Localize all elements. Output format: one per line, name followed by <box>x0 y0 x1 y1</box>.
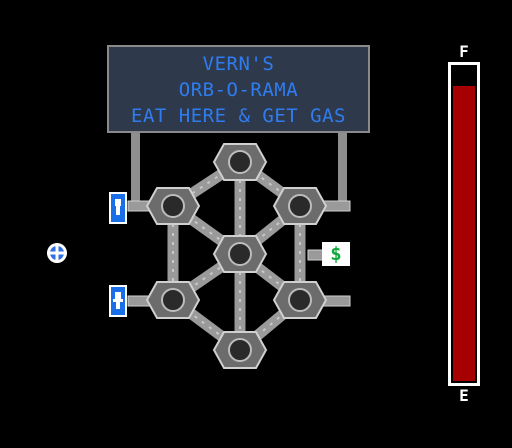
node-top <box>212 143 268 181</box>
sign-post-right <box>338 133 347 205</box>
fuel-fill <box>453 86 475 381</box>
fuel-empty-label: E <box>459 386 469 405</box>
sign-line-2: ORB-O-RAMA <box>178 79 299 101</box>
node-lower-left <box>145 281 201 319</box>
gas-pump-icon[interactable] <box>109 192 127 224</box>
fuel-full-label: F <box>459 42 469 61</box>
node-bottom <box>212 331 268 369</box>
sign-line-3: EAT HERE & GET GAS <box>131 105 346 127</box>
sign-post-left <box>131 133 140 205</box>
dollar-icon[interactable]: $ <box>322 242 350 266</box>
node-upper-left <box>145 187 201 225</box>
node-upper-right <box>272 187 328 225</box>
vern-sign: VERN'S ORB-O-RAMA EAT HERE & GET GAS <box>107 45 370 133</box>
fuel-gauge <box>448 62 480 386</box>
junction-nodes <box>145 143 328 369</box>
gas-pump-icon[interactable] <box>109 285 127 317</box>
orb-ship-icon[interactable] <box>47 243 67 263</box>
node-center <box>212 235 268 273</box>
sign-line-1: VERN'S <box>202 53 275 75</box>
node-lower-right <box>272 281 328 319</box>
